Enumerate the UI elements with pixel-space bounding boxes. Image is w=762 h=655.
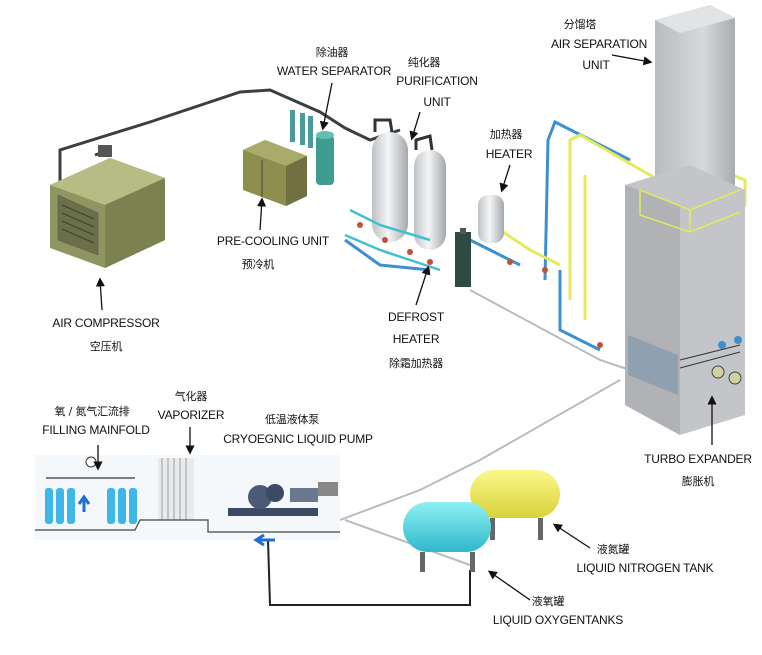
up-arrow-icon <box>77 494 91 512</box>
purification-label-2: UNIT <box>423 95 451 109</box>
defrost-heater <box>455 228 471 287</box>
vaporizer <box>158 458 194 520</box>
liquid-oxygen-tank <box>403 502 491 572</box>
heater <box>478 195 603 348</box>
blue-pipes <box>344 119 631 352</box>
nitrogen-tank-label-cn: 液氮罐 <box>596 543 630 556</box>
turbo-expander <box>711 336 742 385</box>
heater-label-cn: 加热器 <box>489 128 523 141</box>
air-separation-unit <box>625 5 745 435</box>
pre-cooling-label: PRE-COOLING UNIT <box>216 234 330 248</box>
pre-cooling-unit <box>243 140 307 206</box>
liquid-nitrogen-tank <box>470 470 560 540</box>
air-compressor <box>50 145 165 268</box>
filling-manifold-label-cn: 氧 / 氮气汇流排 <box>54 405 130 418</box>
defrost-heater-label-2: HEATER <box>392 332 440 346</box>
defrost-heater-label-cn: 除霜加热器 <box>389 357 443 370</box>
filling-manifold-label: FILLING MAINFOLD <box>42 423 150 437</box>
turbo-expander-label: TURBO EXPANDER <box>644 452 752 466</box>
heater-label: HEATER <box>485 147 533 161</box>
vaporizer-label: VAPORIZER <box>157 408 225 422</box>
turbo-expander-label-cn: 膨胀机 <box>681 475 715 488</box>
pre-cooling-label-cn: 预冷机 <box>241 258 275 271</box>
purification-label-cn: 纯化器 <box>407 56 441 69</box>
cryogenic-pump <box>228 482 338 516</box>
purification-label: PURIFICATION <box>396 74 478 88</box>
vaporizer-label-cn: 气化器 <box>174 390 208 403</box>
nitrogen-tank-label: LIQUID NITROGEN TANK <box>576 561 714 575</box>
air-separation-label: AIR SEPARATION <box>550 37 648 51</box>
oxygen-tank-label-cn: 液氧罐 <box>531 595 565 608</box>
air-compressor-label-cn: 空压机 <box>89 340 123 353</box>
water-separator-label-cn: 除油器 <box>315 46 349 59</box>
air-separation-label-2: UNIT <box>582 58 610 72</box>
flow-left-arrow-icon <box>253 533 275 547</box>
defrost-heater-label: DEFROST <box>388 310 444 324</box>
water-separator-label: WATER SEPARATOR <box>276 64 392 78</box>
purification-unit <box>344 118 446 272</box>
pump-label-cn: 低温液体泵 <box>265 413 319 426</box>
pump-label: CRYOEGNIC LIQUID PUMP <box>223 432 373 446</box>
air-separation-label-cn: 分馏塔 <box>563 18 597 31</box>
gray-pipes <box>339 289 631 566</box>
label-pointer-arrows <box>93 54 717 601</box>
water-separator <box>290 110 334 185</box>
air-compressor-label: AIR COMPRESSOR <box>52 316 160 330</box>
liquid-filling-section <box>35 455 471 606</box>
gas-cylinders <box>45 488 137 524</box>
oxygen-tank-label: LIQUID OXYGENTANKS <box>492 613 624 627</box>
